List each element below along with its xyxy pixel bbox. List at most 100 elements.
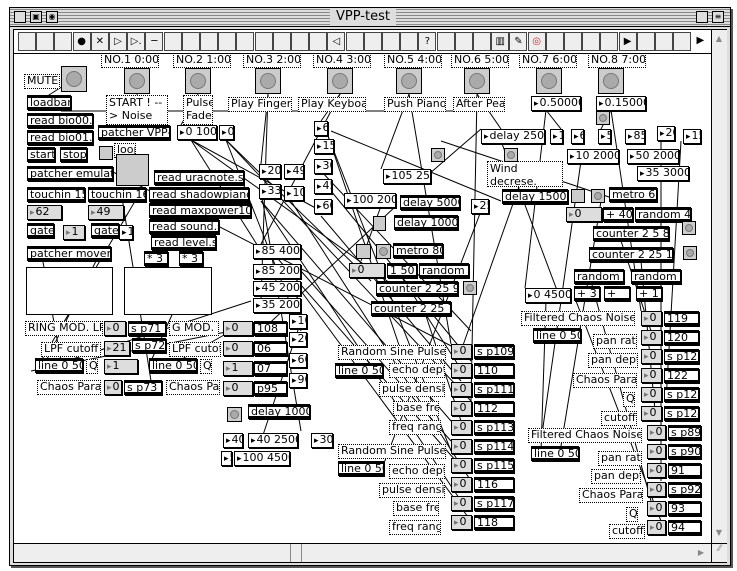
sC5-max-object[interactable]: 94 <box>668 520 701 535</box>
help-icon[interactable]: ? <box>418 32 437 51</box>
slC2-number-box[interactable]: 0 <box>647 463 666 478</box>
m20-message-box[interactable]: 20 <box>289 332 307 347</box>
read-bio01-max-object[interactable]: read bio01.sc <box>27 130 93 145</box>
msg-050000-message-box[interactable]: 0.50000 <box>531 96 581 111</box>
sA9-max-object[interactable]: 118 <box>474 515 514 530</box>
slC4-number-box[interactable]: 0 <box>647 501 666 516</box>
toggle-icon[interactable]: ✕ <box>90 32 109 51</box>
patch-cord[interactable] <box>460 180 522 352</box>
horizontal-scrollbar[interactable]: ▶ <box>14 543 711 562</box>
sC2-max-object[interactable]: 91 <box>668 463 701 478</box>
slB2-number-box[interactable]: 0 <box>641 349 662 364</box>
line-b-max-object[interactable]: line 0 50 <box>149 358 197 373</box>
touchin15-max-object[interactable]: touchin 15 <box>27 187 85 202</box>
loadbang-max-object[interactable]: loadbang <box>27 95 71 110</box>
num40-message-box[interactable]: 40 <box>223 433 243 448</box>
slA2-number-box[interactable]: 0 <box>451 382 472 397</box>
r15-message-box[interactable]: 15 <box>683 129 701 144</box>
tg2-toggle[interactable] <box>571 189 585 203</box>
fnum-r-number-box[interactable]: 0 <box>566 207 602 222</box>
collapse-box[interactable]: ▣ <box>30 11 42 23</box>
more-icon[interactable]: ▶ <box>696 35 705 46</box>
close-box[interactable] <box>14 11 26 23</box>
msg-50-20000-message-box[interactable]: 50 20000 <box>627 149 679 164</box>
sA2-max-object[interactable]: s p111 <box>474 382 514 397</box>
num49a-number-box[interactable]: 49 <box>88 205 124 220</box>
plus40-max-object[interactable]: + 40 <box>603 207 633 222</box>
bt5-bang-button[interactable] <box>463 281 477 295</box>
bt10-bang-button[interactable] <box>683 246 697 260</box>
gate2-max-object[interactable]: gate <box>91 223 119 238</box>
hslider-icon[interactable] <box>181 32 200 51</box>
resize-grip[interactable]: ⁄⁄ <box>711 543 727 562</box>
patch-cord[interactable] <box>225 139 372 282</box>
slA4-number-box[interactable]: 0 <box>451 420 472 435</box>
slA7-number-box[interactable]: 0 <box>451 477 472 492</box>
scroll-down-arrow[interactable]: ▼ <box>715 528 723 537</box>
sA4-max-object[interactable]: s p113 <box>474 420 514 435</box>
scroll-right-arrow[interactable]: ▶ <box>697 548 705 557</box>
rslider-icon[interactable] <box>473 32 491 51</box>
patch-cord[interactable] <box>545 109 562 130</box>
msg-105-25000-message-box[interactable]: 105 25000 <box>383 169 431 184</box>
number-box-icon[interactable]: ▷ <box>109 32 127 51</box>
num62-number-box[interactable]: 62 <box>27 205 62 220</box>
bt1-bang-button[interactable] <box>227 407 242 422</box>
slA9-number-box[interactable]: 0 <box>451 515 472 530</box>
sB1-max-object[interactable]: 120 <box>664 330 699 345</box>
random5-max-object[interactable]: random 5 <box>574 269 624 284</box>
bt9-bang-button[interactable] <box>682 221 696 235</box>
m60b-message-box[interactable]: 60 <box>289 353 307 368</box>
message-box-icon[interactable] <box>36 32 55 51</box>
delay10000b-max-object[interactable]: delay 10000 <box>394 215 458 230</box>
s-p72-max-object[interactable]: s p72 <box>132 338 166 353</box>
msg-35-30000-message-box[interactable]: 35 30000 <box>637 166 689 181</box>
r6-message-box[interactable]: 6 <box>571 129 584 144</box>
metro80-max-object[interactable]: metro 80 <box>393 243 443 258</box>
slC3-number-box[interactable]: 0 <box>647 482 666 497</box>
msg-35-20000-message-box[interactable]: 35 20000 <box>253 298 301 313</box>
b3-bang-button[interactable] <box>255 68 281 94</box>
title-bar[interactable]: ▣ ◉ VPP-test ≡ <box>10 8 730 27</box>
sA3-max-object[interactable]: 112 <box>474 401 514 416</box>
s-06-max-object[interactable]: 06 <box>254 341 287 356</box>
bt8-bang-button[interactable] <box>591 189 605 203</box>
msg-10-20000-message-box[interactable]: 10 20000 <box>567 149 619 164</box>
scroll-thumb[interactable] <box>290 544 302 562</box>
plus1-max-object[interactable]: + 1 <box>636 286 662 301</box>
bt4-bang-button[interactable] <box>376 244 391 259</box>
m60-message-box[interactable]: 60 <box>314 199 332 214</box>
collapse-right-box[interactable]: ≡ <box>712 11 724 23</box>
counter-2-25-111-max-object[interactable]: counter 2 25 111 <box>589 247 673 262</box>
patch-canvas[interactable]: NO.1 0:00-NO.2 1:00-NO.3 2:00-NO.4 3:00-… <box>14 54 711 543</box>
m90-message-box[interactable]: 90 <box>289 373 307 388</box>
patch-cord[interactable] <box>470 93 478 402</box>
slC0-number-box[interactable]: 0 <box>647 425 666 440</box>
line-f-max-object[interactable]: line 0 50 <box>531 446 579 461</box>
fnum-c3-number-box[interactable]: 0 <box>223 381 253 396</box>
slB3-number-box[interactable]: 0 <box>641 368 662 383</box>
bt2-bang-button[interactable] <box>431 148 445 162</box>
fnum-c0-number-box[interactable]: 0 <box>223 321 253 336</box>
msg-0-45000-message-box[interactable]: 0 45000 <box>525 288 571 303</box>
patcher-vpp4-max-object[interactable]: patcher VPP-4 <box>98 125 170 140</box>
num33-message-box[interactable]: 33 <box>259 184 281 199</box>
read-bio00-max-object[interactable]: read bio00.sc <box>27 113 93 128</box>
sC0-max-object[interactable]: s p89 <box>668 425 701 440</box>
pictslider-icon[interactable] <box>636 32 655 51</box>
b1-bang-button[interactable] <box>124 68 150 94</box>
s-07-max-object[interactable]: 07 <box>254 361 287 376</box>
num49b-message-box[interactable]: 49 <box>284 164 304 179</box>
bt3-toggle[interactable] <box>356 244 371 259</box>
r85-message-box[interactable]: 85 <box>625 129 645 144</box>
sB3-max-object[interactable]: 122 <box>664 368 699 383</box>
patch-cord[interactable] <box>290 200 472 482</box>
read-level-max-object[interactable]: read level.sc <box>151 235 216 250</box>
vertical-scrollbar[interactable]: ▲ ▼ <box>711 30 727 543</box>
line-c-max-object[interactable]: line 0 50 <box>335 363 383 378</box>
slA5-number-box[interactable]: 0 <box>451 439 472 454</box>
b0-bang-button[interactable] <box>61 66 87 92</box>
kslider-icon[interactable]: ▥ <box>491 32 510 51</box>
sB5-max-object[interactable]: s p124 <box>664 406 699 421</box>
s-p73-max-object[interactable]: s p73 <box>124 380 162 395</box>
